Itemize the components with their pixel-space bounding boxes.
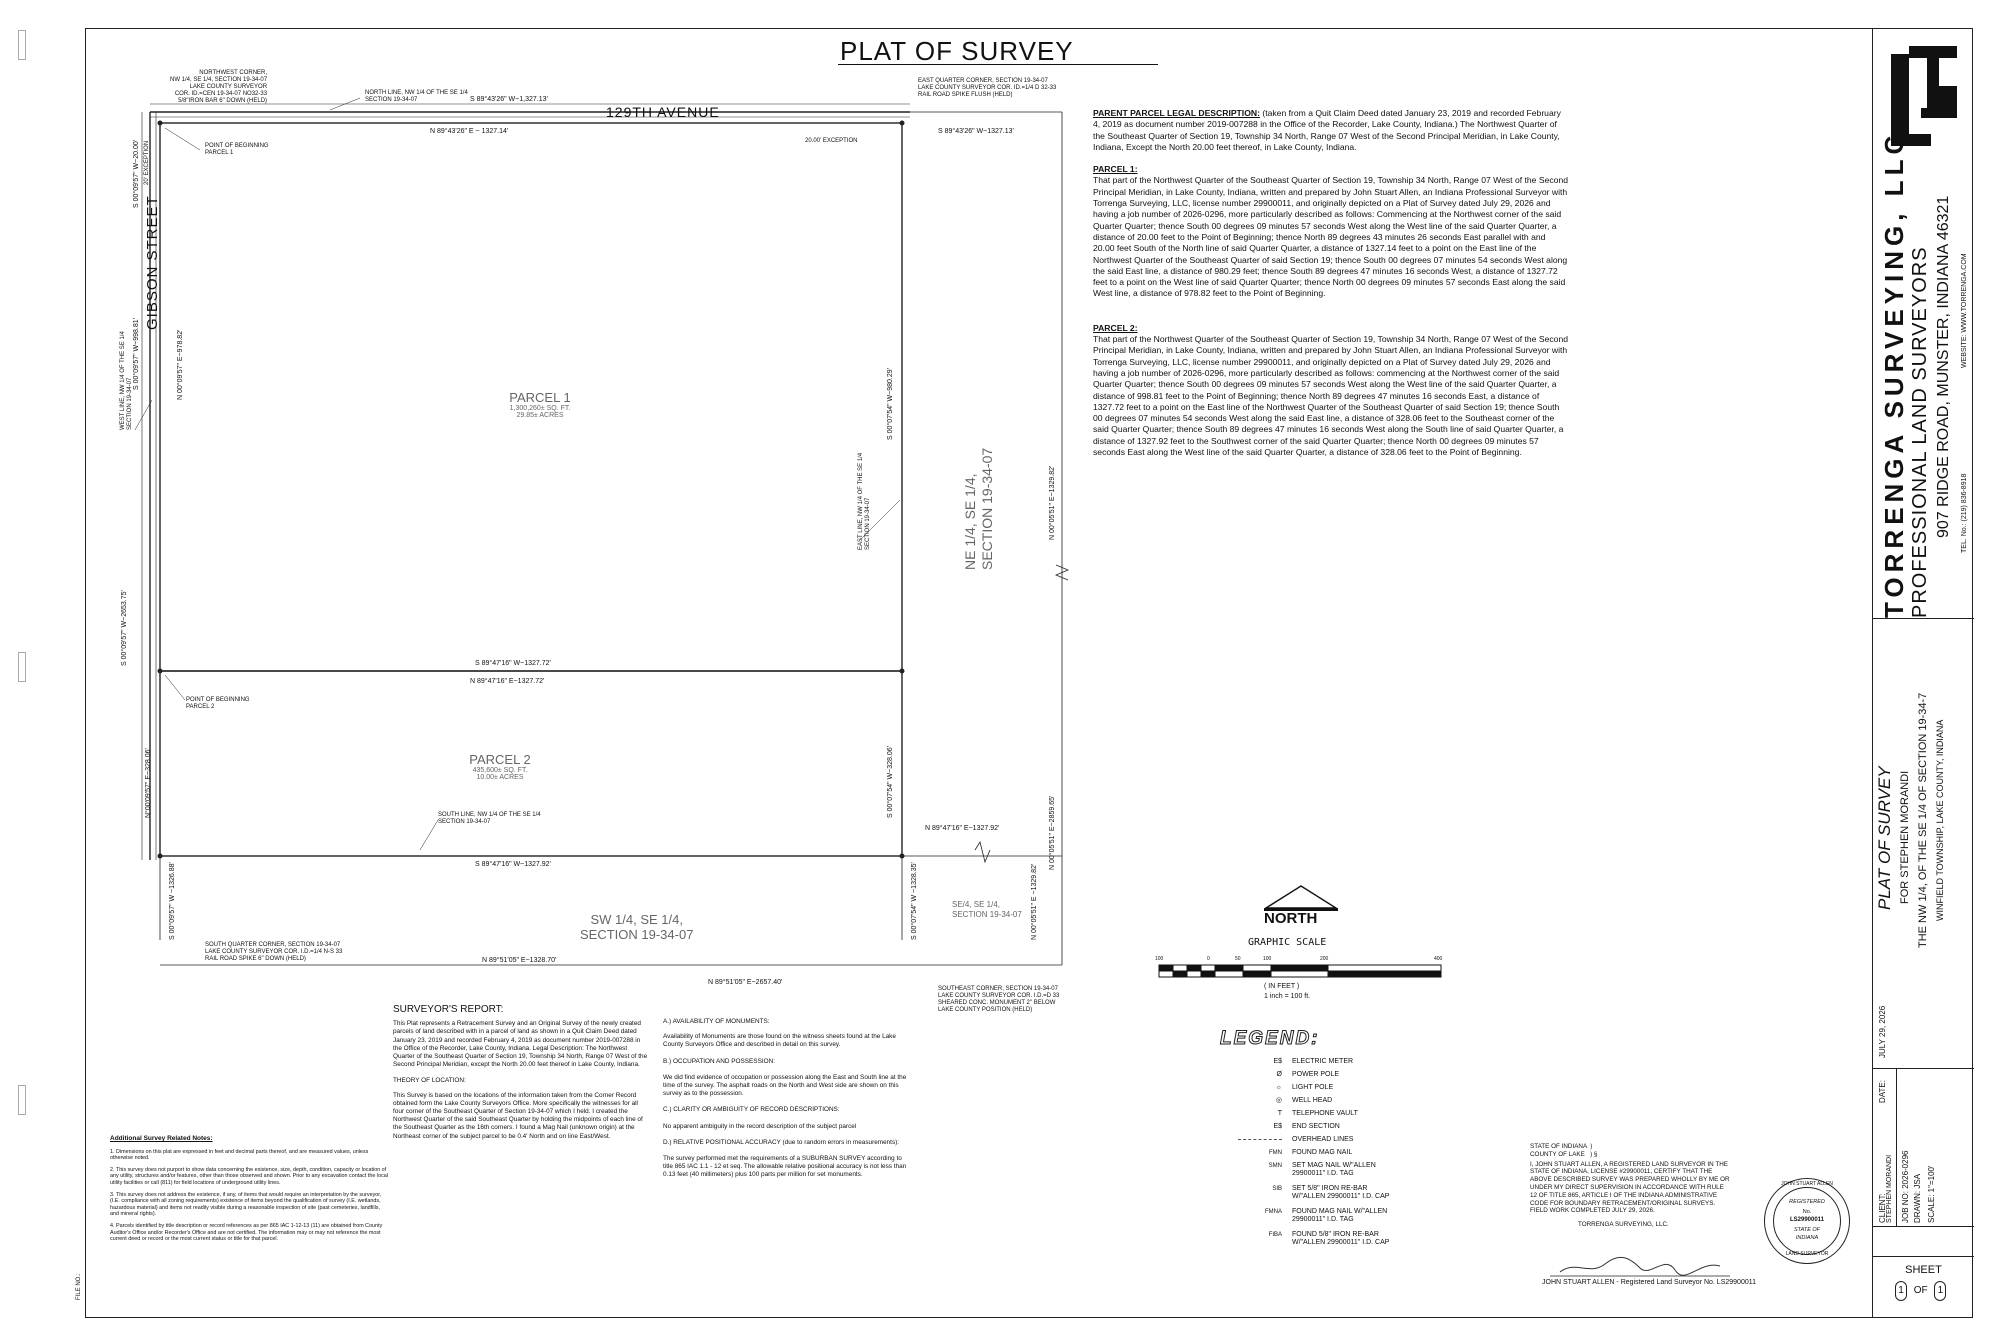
registration-mark [18,30,26,60]
bearing-east-1328: S 00°07'54" W ~1328.35' [911,862,918,940]
certification: STATE OF INDIANA ) COUNTY OF LAKE ) § I,… [1530,1143,1730,1229]
scale-value: SCALE: 1"=100' [1927,1165,1936,1223]
legend-title: LEGEND: [1220,1028,1320,1050]
company-website: WEBSITE: WWW.TORRENGA.COM [1961,253,1968,368]
file-no-label: FILE NO.: [76,1273,82,1300]
plat-township: WINFIELD TOWNSHIP, LAKE COUNTY, INDIANA [1935,719,1945,921]
bearing-far-2859: N 00°05'51" E~2859.65' [1049,795,1056,870]
sheet-border [85,28,1973,1318]
bearing-top-right: S 89°43'26" W~1327.13' [938,128,1014,135]
plat-description: THE NW 1/4, OF THE SE 1/4 OF SECTION 19-… [1917,692,1929,948]
bearing-east-328: S 00°07'54" W~328.06' [887,746,894,818]
bearing-left-1326: S 00°09'57" W ~1326.88' [169,862,176,940]
note-east-line: EAST LINE, NW 1/4 OF THE SE 1/4 SECTION … [858,452,871,550]
note-exception-left: 20' EXCEPTION [144,140,150,185]
note-north-line: NORTH LINE, NW 1/4 OF THE SE 1/4 SECTION… [365,90,468,103]
plat-title: PLAT OF SURVEY [1875,766,1894,910]
bearing-south-1: N 89°51'05" E~1328.70' [482,957,557,964]
bearing-left-2653: S 00°09'57" W~2653.75' [121,590,128,666]
sheet-numbering: 1 OF 1 [1895,1281,1947,1301]
parcel-2-boundary [159,670,903,857]
bearing-far-1329b: N 00°05'51" E ~1329.82' [1031,863,1038,940]
bearing-mid-north: N 89°47'16" E~1327.72' [470,678,545,685]
survey-drawing [134,97,1070,966]
bearing-left-20: S 00°09'57" W~20.00' [133,139,140,208]
note-south-quarter: SOUTH QUARTER CORNER, SECTION 19-34-07 L… [205,942,343,962]
legal-descriptions: PARENT PARCEL LEGAL DESCRIPTION: (taken … [1093,108,1568,458]
street-129th-avenue: 129TH AVENUE [606,104,720,120]
street-gibson: GIBSON STREET [144,195,161,330]
note-pob-1: POINT OF BEGINNING PARCEL 1 [205,143,269,156]
bearing-mid-south: S 89°47'16" W~1327.72' [475,660,551,667]
bearing-east-980: S 00°07'54" W~980.29' [887,368,894,440]
bearing-bottom-right: N 89°47'16" E~1327.92' [925,825,1000,832]
north-arrow [1263,885,1339,911]
signature [1550,1256,1730,1277]
note-se-corner: SOUTHEAST CORNER, SECTION 19-34-07 LAKE … [938,986,1060,1013]
company-address: 907 RIDGE ROAD, MUNSTER, INDIANA 46321 [1935,195,1952,538]
ne-quarter-label: NE 1/4, SE 1/4,SECTION 19-34-07 [962,447,995,570]
scale-ratio: 1 inch = 100 ft. [1264,993,1311,1000]
se-quarter-label: SE/4, SE 1/4,SECTION 19-34-07 [952,900,1022,919]
parcel-2-label: PARCEL 2 435,600± SQ. FT. 10.00± ACRES [469,752,531,781]
plat-for: FOR STEPHEN MORANDI [1899,770,1911,904]
bearing-left-328: N°00'09'57" E~328.06' [145,748,152,818]
bearing-far-1329: N 00°05'51" E~1329.82' [1049,465,1056,540]
client-value: STEPHEN MORANDI [1886,1154,1893,1223]
bearing-top-inner: N 89°43'26" E ~ 1327.14' [430,128,509,135]
sheet-label: SHEET [1905,1264,1942,1276]
north-label: NORTH [1264,910,1318,927]
surveyors-report-left: SURVEYOR'S REPORT: This Plat represents … [393,1004,648,1140]
bearing-top-outer: S 89°43'26" W~1,327.13' [470,96,548,103]
date-label: DATE: [1878,1080,1887,1103]
scale-unit: ( IN FEET ) [1264,983,1300,990]
company-name: TORRENGA SURVEYING, LLC [1879,130,1909,618]
bearing-left-978: N 00°09'57" E~978.82' [177,329,184,400]
date-value: JULY 29, 2026 [1878,1005,1887,1058]
surveyors-report-right: A.) AVAILABILITY OF MONUMENTS: Availabil… [663,1018,907,1179]
page-title: PLAT OF SURVEY [840,36,1074,66]
title-underline [838,64,1158,65]
note-west-line: WEST LINE, NW 1/4 OF THE SE 1/4 SECTION … [120,331,133,430]
note-exception: 20.00' EXCEPTION [805,138,858,144]
signer-line: JOHN STUART ALLEN - Registered Land Surv… [1542,1279,1756,1286]
bearing-bottom-south: S 89°47'16" W~1327.92' [475,861,551,868]
graphic-scale-title: GRAPHIC SCALE [1248,937,1327,948]
company-subtitle: PROFESSIONAL LAND SURVEYORS [1909,246,1931,618]
parcel-1-label: PARCEL 1 1,300,260± SQ. FT. 29.85± ACRES [509,390,571,419]
additional-notes: Additional Survey Related Notes: 1. Dime… [110,1135,388,1243]
scale-bar [1158,964,1442,978]
registration-mark [18,652,26,682]
note-east-corner: EAST QUARTER CORNER, SECTION 19-34-07 LA… [918,78,1057,98]
note-nw-corner: NORTHWEST CORNER, NW 1/4, SE 1/4, SECTIO… [170,70,268,104]
company-telephone: TEL. No.: (219) 836-8918 [1961,473,1968,553]
job-number: JOB NO: 2026-0296 [1901,1150,1910,1223]
sw-quarter-label: SW 1/4, SE 1/4,SECTION 19-34-07 [580,912,694,942]
drawn-by: DRAWN: JSA [1913,1173,1922,1223]
note-south-line: SOUTH LINE, NW 1/4 OF THE SE 1/4 SECTION… [438,812,541,825]
registration-mark [18,1085,26,1115]
surveyor-seal: JOHN STUART ALLEN REGISTERED No. LS29900… [1764,1178,1850,1264]
company-logo [1891,46,1957,146]
title-block: TORRENGA SURVEYING, LLC PROFESSIONAL LAN… [1872,28,1974,1318]
bearing-south-2: N 89°51'05" E~2657.40' [708,979,783,986]
note-pob-2: POINT OF BEGINNING PARCEL 2 [186,697,250,710]
